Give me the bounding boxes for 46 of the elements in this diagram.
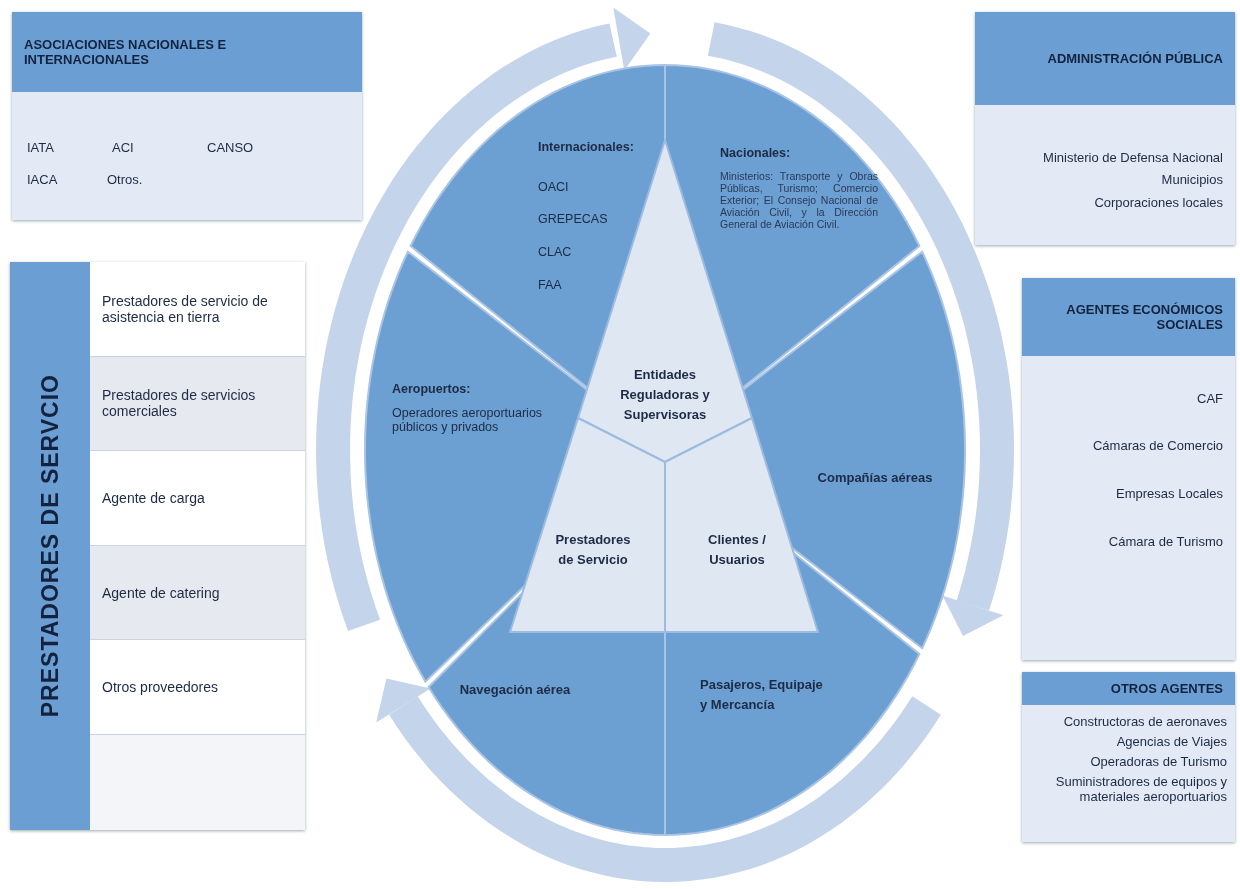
- sector-heading: Aeropuertos:: [392, 382, 472, 396]
- list-item: Empresas Locales: [1116, 486, 1223, 501]
- list-item: Corporaciones locales: [1094, 195, 1223, 210]
- segment-label: Compañías aéreas: [816, 469, 934, 487]
- sector-text: GREPECAS: [538, 212, 608, 226]
- sector-heading: Internacionales:: [538, 140, 634, 154]
- list-item: CANSO: [207, 140, 254, 155]
- list-item: Agencias de Viajes: [1116, 734, 1227, 749]
- segment-label: Clientes / Usuarios: [707, 531, 767, 569]
- sector-text: FAA: [538, 278, 562, 292]
- info-panel: [975, 12, 1235, 245]
- list-row: Prestadores de servicios comerciales: [90, 356, 305, 452]
- list-item: Ministerio de Defensa Nacional: [1043, 150, 1223, 165]
- list-item: Suministradores de equipos y materiales aeroportuarios: [1054, 774, 1227, 804]
- list-item: Otros.: [107, 172, 143, 187]
- panel-heading: ASOCIACIONES NACIONALES E INTERNACIONALES: [12, 12, 362, 92]
- list-item: Cámaras de Comercio: [1092, 438, 1223, 453]
- sector-text: CLAC: [538, 245, 572, 259]
- list-item: IACA: [27, 172, 58, 187]
- segment-label: Pasajeros, Equipaje y Mercancía: [700, 676, 824, 714]
- list-item: ACI: [112, 140, 134, 155]
- info-panel: [1022, 672, 1235, 842]
- segment-label: Navegación aérea: [458, 681, 572, 699]
- side-title-bar: PRESTADORES DE SERVCIO: [10, 262, 90, 830]
- segment-label: Entidades Reguladoras y Supervisoras: [619, 366, 711, 424]
- list-row: Prestadores de servicio de asistencia en tierra: [90, 262, 305, 357]
- list-item: Cámara de Turismo: [1108, 534, 1223, 549]
- list-row: Otros proveedores: [90, 640, 305, 735]
- list-row: Agente de carga: [90, 451, 305, 546]
- sector-text: OACI: [538, 180, 569, 194]
- info-panel: [12, 12, 362, 220]
- segment-label: Prestadores de Servicio: [554, 531, 632, 569]
- list-panel: [10, 262, 305, 830]
- panel-heading: OTROS AGENTES: [1022, 672, 1235, 705]
- sector-text: Operadores aeroportuarios públicos y privados: [392, 406, 544, 434]
- panel-heading: ADMINISTRACIÓN PÚBLICA: [975, 12, 1235, 105]
- list-item: Constructoras de aeronaves: [1063, 714, 1227, 729]
- list-row: Agente de catering: [90, 545, 305, 641]
- list-item: Municipios: [1161, 172, 1223, 187]
- list-item: CAF: [1197, 391, 1223, 406]
- list-item: Operadoras de Turismo: [1090, 754, 1227, 769]
- panel-heading: AGENTES ECONÓMICOS SOCIALES: [1022, 278, 1235, 356]
- sector-heading: Nacionales:: [720, 146, 792, 160]
- list-item: IATA: [27, 140, 54, 155]
- sector-text: Ministerios: Transporte y Obras Públicas, Turismo; Comercio Exterior; El Consejo Nacional de Aviación Civil, y la Dirección General de Aviación Civil.: [720, 170, 878, 230]
- info-panel: [1022, 278, 1235, 660]
